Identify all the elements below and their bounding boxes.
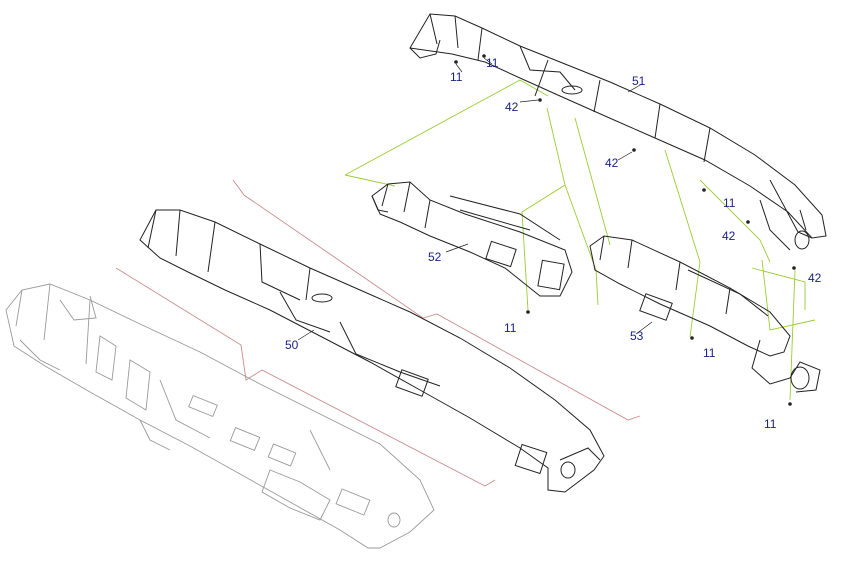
- leader-lines: [344, 79, 816, 401]
- callout-11-d: 11: [504, 321, 517, 335]
- callout-51: 51: [632, 74, 646, 88]
- instrument-panel-background: [5, 283, 435, 549]
- fastener-11-c: [702, 188, 706, 192]
- fastener-11-d: [526, 310, 530, 314]
- fastener-11-e: [690, 336, 694, 340]
- callout-42-c: 42: [722, 229, 736, 243]
- section-lines: [115, 179, 641, 487]
- section-line-upper: [232, 179, 641, 421]
- fastener-42-d: [792, 266, 796, 270]
- fastener-42-b: [632, 148, 636, 152]
- callout-42-d: 42: [808, 271, 822, 285]
- fasteners: [454, 54, 796, 406]
- fastener-11-a: [454, 60, 458, 64]
- callout-11-a: 11: [450, 70, 463, 84]
- callout-52: 52: [428, 250, 442, 264]
- part-51-carrier-beam: [409, 13, 827, 251]
- callout-11-c: 11: [723, 196, 736, 210]
- section-line-lower: [115, 267, 496, 487]
- part-50-cross-beam: [139, 209, 605, 493]
- callout-leaders: [297, 57, 653, 341]
- fastener-11-f: [788, 402, 792, 406]
- callout-50: 50: [285, 338, 299, 352]
- callout-42-a: 42: [505, 100, 519, 114]
- callout-11-f: 11: [764, 417, 777, 431]
- callout-42-b: 42: [605, 156, 619, 170]
- fastener-42-a: [538, 98, 542, 102]
- callout-53: 53: [630, 329, 644, 343]
- fastener-42-c: [746, 220, 750, 224]
- callout-11-b: 11: [486, 56, 499, 70]
- fastener-11-b: [482, 54, 486, 58]
- callout-11-e: 11: [703, 346, 716, 360]
- part-53-right-duct: [589, 235, 821, 393]
- part-52-left-duct: [371, 181, 573, 297]
